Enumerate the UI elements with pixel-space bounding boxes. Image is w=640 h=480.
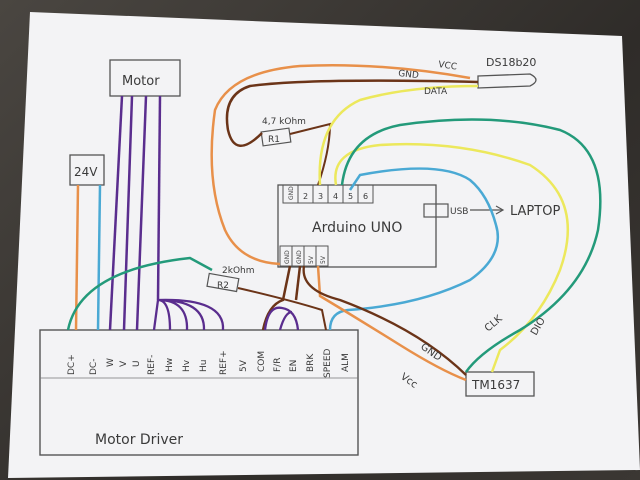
driver-pin-en: EN [289, 360, 299, 372]
usb-label: USB [450, 207, 468, 217]
ds18b20-label: DS18b20 [486, 56, 536, 69]
driver-pin-ref-plus: REF+ [219, 350, 229, 375]
paper-sheet [8, 12, 640, 478]
wire-green-dio [340, 118, 602, 373]
r2-resistor [206, 272, 240, 293]
wire-motor-w [108, 95, 124, 331]
arduino-pin-gnd-top: GND [288, 186, 295, 200]
driver-pin-labels: DC+ DC- W V U REF- Hw Hv Hu REF+ 5V COM … [67, 348, 351, 378]
driver-pin-v: V [119, 360, 129, 367]
wire-motor-v [122, 95, 134, 331]
wire-green-r2 [66, 256, 213, 331]
r1-label: R1 [268, 135, 280, 145]
arduino-pin-6: 6 [363, 192, 368, 201]
driver-pin-ref-minus: REF- [147, 355, 157, 375]
driver-pin-u: U [132, 360, 142, 367]
ds18b20-body [477, 73, 537, 89]
driver-pin-fr: F/R [273, 358, 283, 372]
driver-pin-dc-plus: DC+ [67, 354, 77, 375]
laptop-arrow-head [495, 205, 505, 215]
wire-brown-com [261, 265, 292, 331]
driver-pin-w: W [106, 358, 116, 367]
wire-hall-fanout [152, 298, 225, 331]
gnd-top-label: GND [398, 69, 420, 81]
arduino-pin-3: 3 [318, 192, 323, 201]
arduino-pin-5: 5 [348, 192, 353, 201]
driver-pin-alm: ALM [341, 353, 351, 372]
motor-driver-label: Motor Driver [95, 432, 183, 448]
wire-brown-gnd-tm1637 [302, 265, 467, 376]
vcc-top-label: VCC [438, 60, 458, 73]
power-24v-box [69, 154, 105, 186]
wire-brown-gnd-down [294, 265, 302, 301]
arduino-pin-2: 2 [303, 192, 308, 201]
motor-label: Motor [122, 74, 160, 89]
driver-pin-brk: BRK [306, 353, 316, 372]
driver-pin-hv: Hv [182, 359, 192, 372]
wire-24v-positive [74, 184, 80, 331]
r1-value-label: 4,7 kOhm [262, 117, 306, 127]
arduino-top-header: GND 2 3 4 5 6 [282, 184, 374, 204]
arduino-pin-5v-b2: 5V [320, 255, 327, 264]
arduino-pin-gnd-b2: GND [296, 250, 303, 264]
wire-yellow-data [318, 84, 479, 186]
driver-pin-5v: 5V [239, 359, 249, 372]
wire-24v-negative [96, 184, 102, 331]
data-label: DATA [424, 87, 448, 97]
tm1637-box [465, 371, 535, 397]
wire-yellow-clk [334, 142, 570, 373]
driver-pin-speed: SPEED [323, 348, 333, 378]
usb-port [423, 203, 449, 218]
wire-blue-speed [328, 167, 500, 331]
wire-purple-fr-en [263, 306, 300, 331]
arduino-pin-gnd-b1: GND [284, 250, 291, 264]
motor-driver-box [39, 329, 359, 456]
arduino-pin-4: 4 [333, 192, 338, 201]
driver-pin-com: COM [257, 351, 267, 372]
laptop-label: LAPTOP [510, 204, 560, 219]
arduino-label: Arduino UNO [312, 220, 402, 236]
power-24v-label: 24V [74, 165, 98, 179]
wire-r2-to-speed [237, 287, 327, 331]
r1-resistor [260, 127, 292, 147]
driver-pin-hw: Hw [165, 358, 175, 372]
r2-label: R2 [217, 281, 229, 291]
wire-orange-vcc-tm1637 [316, 265, 467, 382]
r2-value-label: 2kOhm [222, 266, 255, 276]
wire-motor-hall [156, 95, 162, 301]
tm1637-label: TM1637 [471, 378, 520, 392]
wire-orange-vcc-sensor [210, 63, 471, 266]
driver-pin-hu: Hu [199, 360, 209, 372]
wire-motor-u [135, 95, 148, 331]
arduino-pin-5v-b1: 5V [308, 255, 315, 264]
driver-pin-dc-minus: DC- [89, 359, 99, 375]
wire-brown-gnd-sensor [225, 79, 479, 147]
